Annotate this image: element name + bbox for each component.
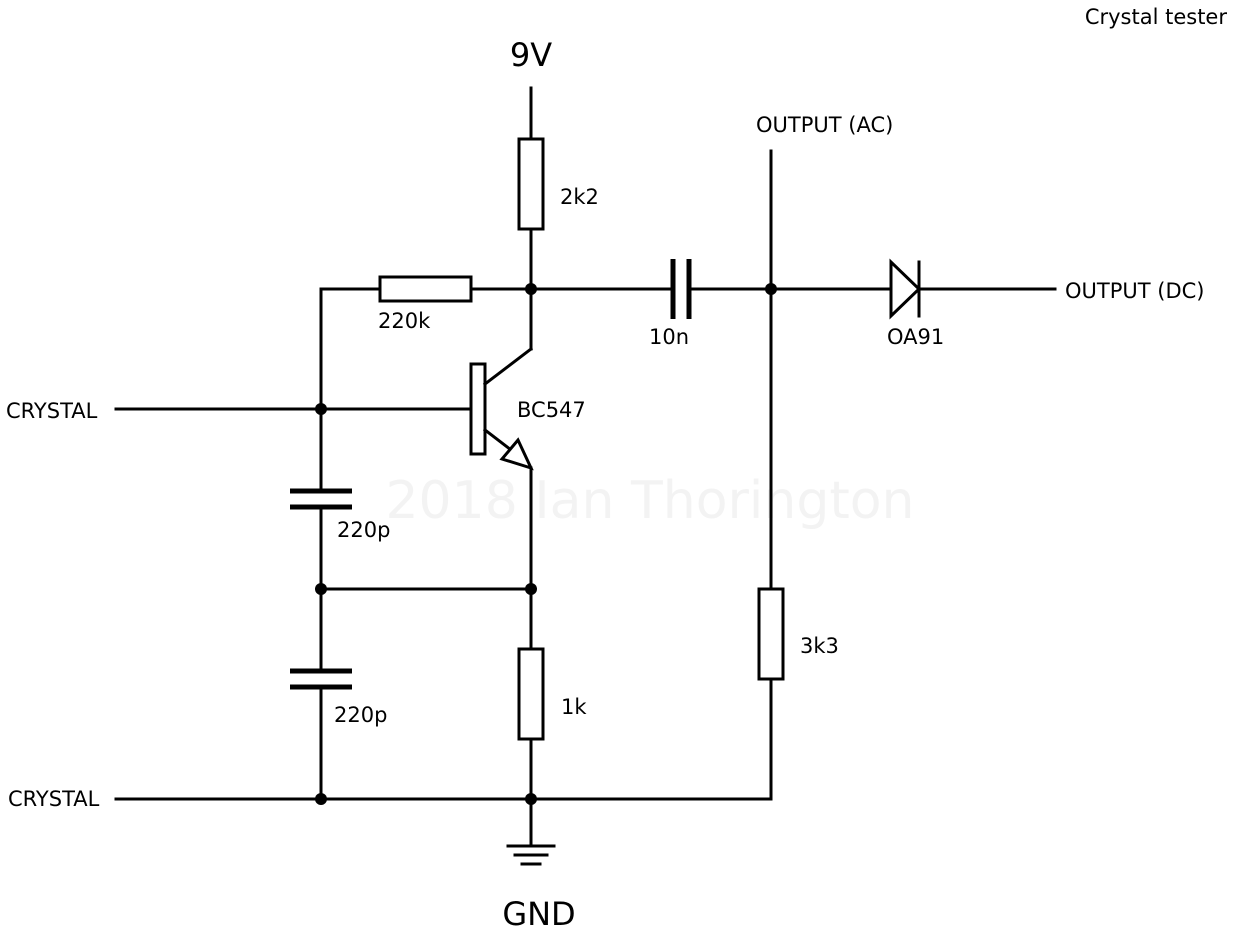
diode-oa91 [889,258,922,320]
resistor-1k [517,647,545,741]
capacitor-10n [670,259,692,319]
label-220p-lower: 220p [334,703,387,727]
junctions [315,283,777,805]
label-oa91: OA91 [887,325,944,349]
terminal-crystal-top: CRYSTAL [6,399,98,423]
label-10n: 10n [649,325,689,349]
diagram-title: Crystal tester [1085,5,1228,29]
label-220p-upper: 220p [337,518,390,542]
supply-label: 9V [510,36,552,74]
label-220k: 220k [378,309,431,333]
label-3k3: 3k3 [800,634,839,658]
resistor-220k [378,275,473,303]
label-bc547: BC547 [517,398,586,422]
ground-label: GND [502,895,575,933]
ground-icon [506,844,556,866]
transistor-bc547 [469,346,534,471]
resistor-2k2 [517,137,545,231]
watermark: 2018 Ian Thorington [385,471,914,531]
terminal-output-ac: OUTPUT (AC) [756,113,893,137]
label-2k2: 2k2 [560,185,599,209]
terminal-output-dc: OUTPUT (DC) [1065,279,1204,303]
capacitor-220p-lower [290,668,352,690]
terminal-crystal-bottom: CRYSTAL [8,787,100,811]
wires [114,86,1057,848]
resistor-3k3 [757,587,785,681]
capacitor-220p-upper [290,488,352,510]
label-1k: 1k [561,695,587,719]
